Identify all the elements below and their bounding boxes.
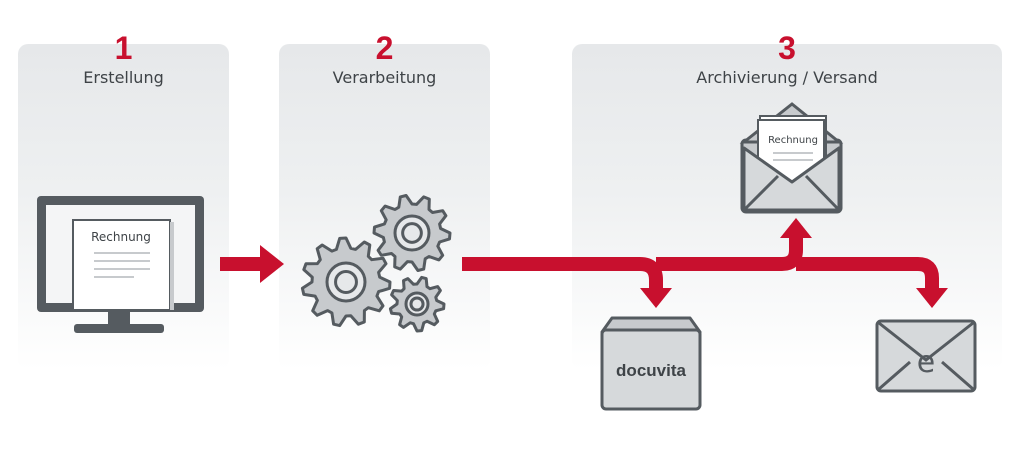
step-number: 3 <box>778 30 796 66</box>
email-envelope-icon: e <box>875 319 977 393</box>
gear-hub <box>409 296 425 312</box>
flow-arrows <box>462 218 948 308</box>
letter-envelope-icon: Rechnung <box>739 102 844 214</box>
docuvita-archive-icon: docuvita <box>600 316 702 411</box>
arrow-right-icon <box>220 245 284 283</box>
step-number: 1 <box>114 30 133 66</box>
monitor-icon: Rechnung <box>37 196 204 333</box>
gears-icon <box>300 194 452 333</box>
envelope-document-label: Rechnung <box>768 135 818 146</box>
step-title: Archivierung / Versand <box>696 68 878 87</box>
step-title: Verarbeitung <box>332 68 437 87</box>
step-number: 2 <box>375 30 394 66</box>
step-title: Erstellung <box>83 68 164 87</box>
archive-brand-label: docuvita <box>616 361 686 380</box>
email-letter: e <box>917 345 935 380</box>
gear-hub <box>334 270 358 294</box>
monitor-document-label: Rechnung <box>91 230 151 244</box>
step-panel-archive-send: 3 Archivierung / Versand <box>572 30 1002 370</box>
gear-hub <box>401 222 423 244</box>
